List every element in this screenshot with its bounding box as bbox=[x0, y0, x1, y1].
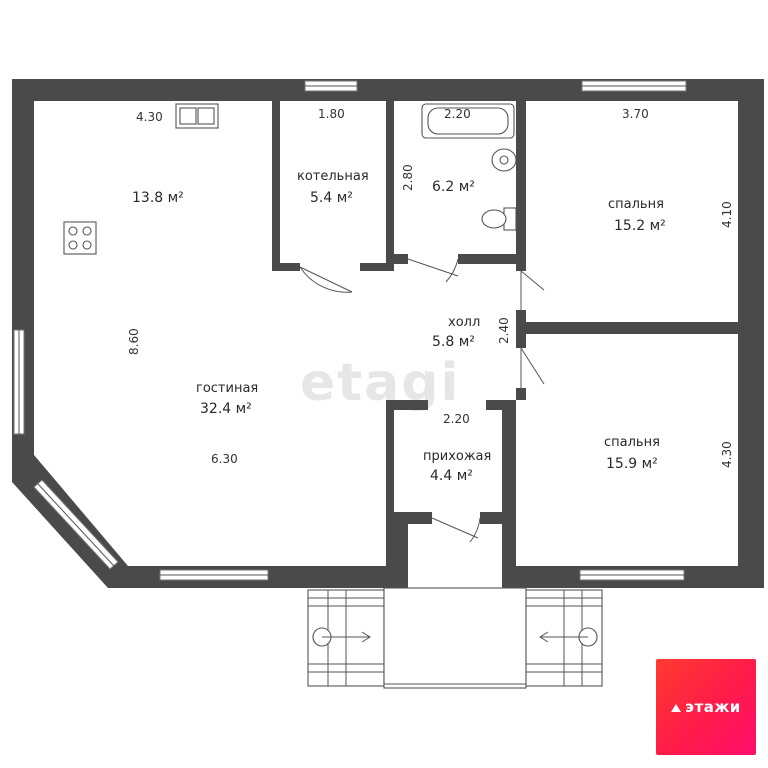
boiler-area: 5.4 м² bbox=[310, 190, 353, 206]
brand-logo-text: этажи bbox=[685, 698, 741, 716]
hall-name: холл bbox=[448, 315, 480, 330]
entrance-landing bbox=[383, 587, 527, 689]
dim-bath-depth: 2.80 bbox=[401, 164, 415, 191]
living-name: гостиная bbox=[196, 381, 258, 396]
room-labels: 13.8 м² котельная 5.4 м² 6.2 м² спальня … bbox=[132, 169, 666, 484]
dim-entry-width: 2.20 bbox=[443, 412, 470, 426]
windows bbox=[13, 80, 687, 581]
dim-living-width: 6.30 bbox=[211, 452, 238, 466]
porch-left bbox=[307, 589, 385, 687]
hall-area: 5.8 м² bbox=[432, 334, 475, 350]
living-area: 32.4 м² bbox=[200, 401, 252, 417]
dim-hall-depth: 2.40 bbox=[497, 317, 511, 344]
watermark: etagi bbox=[300, 353, 460, 413]
dim-bath-width: 2.20 bbox=[444, 107, 471, 121]
dim-kitchen-width: 4.30 bbox=[136, 110, 163, 124]
entry-area: 4.4 м² bbox=[430, 468, 473, 484]
walls bbox=[12, 79, 764, 588]
bedroom2-area: 15.9 м² bbox=[606, 456, 658, 472]
dim-boiler-width: 1.80 bbox=[318, 107, 345, 121]
house-mark-icon bbox=[671, 704, 682, 712]
bedroom1-area: 15.2 м² bbox=[614, 218, 666, 234]
bathroom-area: 6.2 м² bbox=[432, 179, 475, 195]
dim-bed1-depth: 4.10 bbox=[720, 201, 734, 228]
doors bbox=[299, 258, 545, 543]
dim-bed1-width: 3.70 bbox=[622, 107, 649, 121]
fixtures bbox=[63, 103, 517, 255]
kitchen-area: 13.8 м² bbox=[132, 190, 184, 206]
brand-logo: этажи bbox=[656, 659, 756, 755]
boiler-name: котельная bbox=[297, 169, 369, 184]
dim-bed2-depth: 4.30 bbox=[720, 441, 734, 468]
entry-name: прихожая bbox=[423, 449, 491, 464]
bedroom1-name: спальня bbox=[608, 197, 664, 212]
bedroom2-name: спальня bbox=[604, 435, 660, 450]
stove-icon bbox=[63, 221, 97, 255]
dimension-labels: 4.30 1.80 2.20 2.80 3.70 4.10 8.60 6.30 … bbox=[127, 107, 734, 468]
dim-living-depth: 8.60 bbox=[127, 328, 141, 355]
porch-right bbox=[525, 589, 603, 687]
